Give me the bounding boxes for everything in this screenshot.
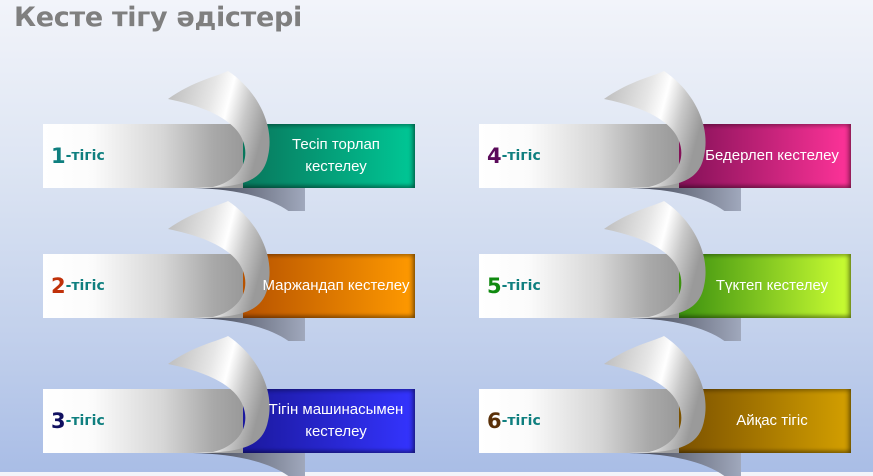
stitch-description: Бедерлеп кестелеу (705, 147, 839, 164)
ribbon-shadow (629, 318, 741, 341)
stitch-number-label: 5-тігіс (487, 254, 541, 318)
stitch-suffix: -тігіс (501, 278, 541, 294)
stitch-description: Маржандап кестелеу (262, 277, 410, 294)
ribbon-shadow (629, 453, 741, 476)
stitch-number-label: 2-тігіс (51, 254, 105, 318)
stitch-suffix: -тігіс (65, 148, 105, 164)
stitch-description: Тесіп торлап кестелеу (292, 136, 380, 175)
stitch-description: Айқас тігіс (736, 412, 808, 429)
stitch-number: 3 (51, 409, 66, 433)
stitch-item-4: 4-тігіс Бедерлеп кестелеу (479, 71, 859, 211)
stitch-suffix: -тігіс (501, 413, 541, 429)
stitch-number: 2 (51, 274, 66, 298)
ribbon-shadow (193, 453, 305, 476)
stitch-number: 5 (487, 274, 502, 298)
ribbon-shadow (629, 188, 741, 211)
stitch-number-label: 3-тігіс (51, 389, 105, 453)
stitch-suffix: -тігіс (65, 413, 105, 429)
stitch-item-3: 3-тігіс Тігін машинасымен кестелеу (43, 336, 423, 476)
stitch-number: 4 (487, 144, 502, 168)
stitch-number-label: 1-тігіс (51, 124, 105, 188)
ribbon-shadow (193, 188, 305, 211)
stitch-item-6: 6-тігіс Айқас тігіс (479, 336, 859, 476)
slide-title: Кесте тігу әдістері (14, 2, 302, 33)
stitch-item-1: 1-тігіс Тесіп торлап кестелеу (43, 71, 423, 211)
stitch-suffix: -тігіс (65, 278, 105, 294)
stitch-suffix: -тігіс (501, 148, 541, 164)
stitch-number: 6 (487, 409, 502, 433)
stitch-item-5: 5-тігіс Түктеп кестелеу (479, 201, 859, 341)
stitch-description: Түктеп кестелеу (715, 277, 829, 294)
stitch-number-label: 4-тігіс (487, 124, 541, 188)
ribbon-shadow (193, 318, 305, 341)
stitch-number: 1 (51, 144, 66, 168)
stitch-description: Тігін машинасымен кестелеу (268, 401, 404, 440)
stitch-item-2: 2-тігіс Маржандап кестелеу (43, 201, 423, 341)
stitch-number-label: 6-тігіс (487, 389, 541, 453)
